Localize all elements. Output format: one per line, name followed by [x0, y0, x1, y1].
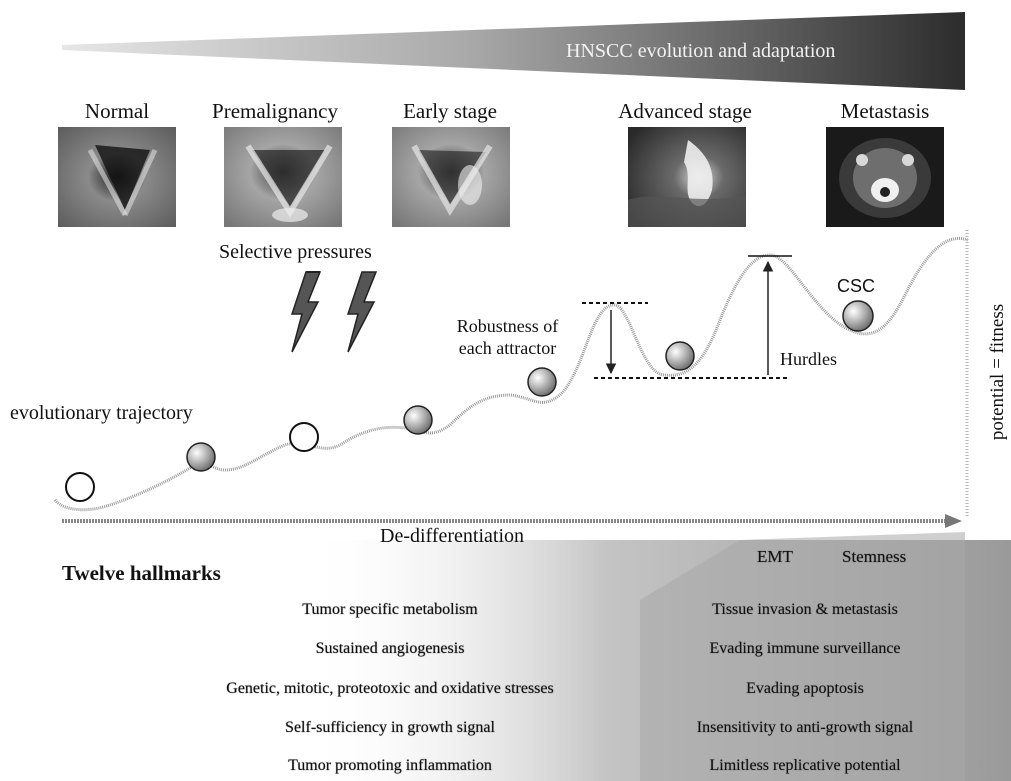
lightning-bolt-icon [348, 272, 376, 352]
hallmarks-title: Twelve hallmarks [62, 561, 221, 586]
stage-label-normal: Normal [32, 99, 202, 124]
stage-label-metastasis: Metastasis [800, 99, 970, 124]
attractor-ball-3 [290, 423, 318, 451]
stage-label-advanced-stage: Advanced stage [600, 99, 770, 124]
hallmark-right-4: Insensitivity to anti-growth signal [640, 719, 970, 737]
stage-photo-early-stage [392, 127, 510, 227]
stage-photo-advanced-stage [628, 127, 746, 227]
hallmark-left-2: Sustained angiogenesis [150, 640, 630, 658]
robustness-label-line2: each attractor [440, 337, 575, 359]
dedifferentiation-arrowhead [945, 514, 962, 528]
dedifferentiation-label: De-differentiation [380, 525, 524, 548]
stage-photo-normal [58, 127, 176, 227]
robustness-label-line1: Robustness of [440, 315, 575, 337]
hallmark-right-5: Limitless replicative potential [640, 757, 970, 775]
attractor-ball-6 [666, 342, 694, 370]
selective-pressures-label: Selective pressures [219, 241, 372, 264]
hallmark-left-1: Tumor specific metabolism [150, 601, 630, 619]
emt-label: EMT [757, 547, 793, 567]
hallmark-right-1: Tissue invasion & metastasis [640, 601, 970, 619]
hallmark-left-4: Self-sufficiency in growth signal [150, 719, 630, 737]
lightning-bolt-icon [292, 272, 320, 352]
attractor-ball-5 [528, 368, 556, 396]
banner-title: HNSCC evolution and adaptation [566, 40, 835, 63]
attractor-ball-csc [843, 301, 873, 331]
hallmark-right-2: Evading immune surveillance [640, 640, 970, 658]
stage-label-early-stage: Early stage [365, 99, 535, 124]
stage-photo-premalignancy [224, 127, 342, 227]
stage-photo-metastasis [826, 127, 944, 227]
attractor-ball-1 [66, 473, 94, 501]
hallmark-right-3: Evading apoptosis [640, 680, 970, 698]
attractor-ball-2 [187, 443, 215, 471]
csc-label: CSC [837, 276, 875, 297]
hurdles-label: Hurdles [780, 349, 837, 370]
attractor-ball-4 [404, 406, 432, 434]
fitness-landscape-curve [55, 238, 968, 509]
stemness-label: Stemness [842, 547, 906, 567]
hallmark-left-3: Genetic, mitotic, proteotoxic and oxidat… [150, 680, 630, 698]
stage-label-premalignancy: Premalignancy [190, 99, 360, 124]
potential-fitness-label: potential = fitness [987, 272, 1009, 472]
evolutionary-trajectory-label: evolutionary trajectory [10, 402, 193, 425]
hallmark-left-5: Tumor promoting inflammation [150, 757, 630, 775]
robustness-label: Robustness of each attractor [440, 315, 575, 359]
